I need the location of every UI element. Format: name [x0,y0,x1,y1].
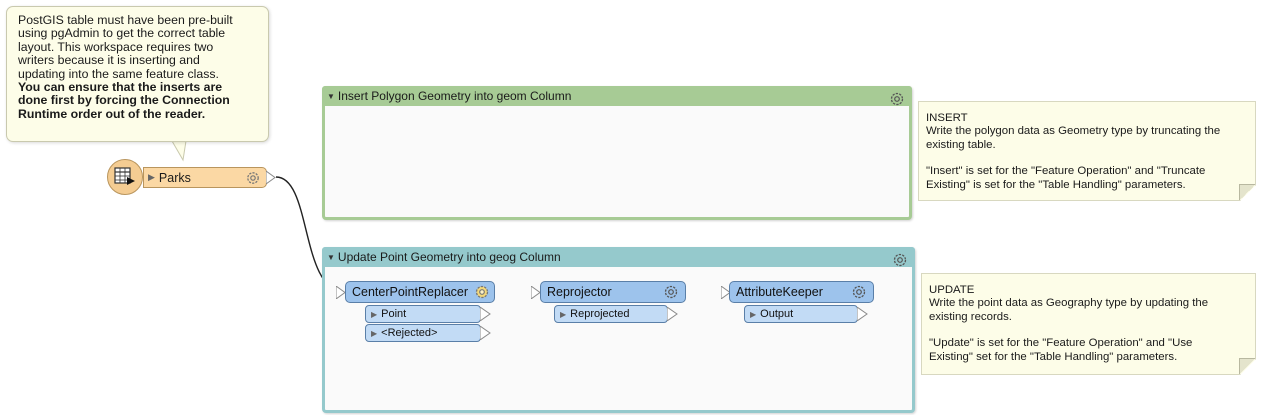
transformer-name: AttributeKeeper [736,285,823,299]
bookmark-insert-polygon[interactable]: ▼ Insert Polygon Geometry into geom Colu… [322,86,912,220]
transformer-header[interactable]: AttributeKeeper [729,281,874,303]
gear-icon[interactable] [851,284,867,300]
annotation-note-update[interactable]: UPDATE Write the point data as Geography… [921,273,1256,375]
output-port-arrow-icon[interactable] [480,326,492,340]
note-line: Existing" set for the "Table Handling" p… [929,350,1178,363]
note-line: Existing" is set for the "Table Handling… [926,178,1186,191]
callout-line: PostGIS table must have been pre-built [18,13,233,27]
transformer-reprojector[interactable]: Reprojector [540,281,686,303]
output-port-arrow-icon[interactable] [857,307,869,321]
gear-icon[interactable] [245,170,261,186]
bookmark-header[interactable]: ▼ Insert Polygon Geometry into geom Colu… [322,86,912,106]
output-port-rejected[interactable]: ▶ <Rejected> [365,324,481,342]
callout-tail [171,140,187,162]
expand-arrow-icon[interactable]: ▶ [148,172,155,182]
callout-line: updating into the same feature class. [18,66,219,81]
callout-line: writers because it is inserting and [18,53,200,68]
input-port-arrow-icon[interactable] [336,286,346,299]
note-heading: INSERT [926,112,968,124]
callout-line: layout. This workspace requires two [18,39,214,54]
output-port-point[interactable]: ▶ Point [365,305,481,323]
gear-icon[interactable] [663,284,679,300]
port-arrow-icon: ▶ [371,309,378,319]
annotation-note-insert[interactable]: INSERT Write the polygon data as Geometr… [918,101,1256,201]
note-line: existing records. [929,310,1012,323]
collapse-arrow-icon[interactable]: ▼ [327,252,335,262]
reader-output-port-arrow-icon[interactable] [266,171,276,184]
output-port-output[interactable]: ▶ Output [744,305,858,323]
note-line: "Insert" is set for the "Feature Operati… [926,165,1206,178]
callout-bold-line: You can ensure that the inserts are [18,80,223,95]
bookmark-header[interactable]: ▼ Update Point Geometry into geog Column [322,247,915,267]
input-port-arrow-icon[interactable] [721,286,731,299]
gear-icon[interactable] [892,252,908,268]
note-line: Write the polygon data as Geometry type … [926,125,1221,138]
bookmark-title: Insert Polygon Geometry into geom Column [337,89,572,103]
note-line: existing table. [926,138,996,151]
output-port-reprojected[interactable]: ▶ Reprojected [554,305,668,323]
output-port-arrow-icon[interactable] [480,307,492,321]
port-arrow-icon: ▶ [750,309,757,319]
callout-bold-line: done first by forcing the Connection [18,93,230,108]
transformer-centerpointreplacer[interactable]: CenterPointReplacer [345,281,495,303]
annotation-callout[interactable]: PostGIS table must have been pre-built u… [6,6,269,142]
port-label: Reprojected [570,308,630,320]
transformer-header[interactable]: CenterPointReplacer [345,281,495,303]
port-label: Point [381,308,407,320]
reader-circle[interactable] [107,159,143,195]
note-line: "Update" is set for the "Feature Operati… [929,337,1193,350]
table-reader-icon [114,167,135,185]
collapse-arrow-icon[interactable]: ▼ [327,91,335,101]
gear-icon[interactable] [889,91,905,107]
port-arrow-icon: ▶ [560,309,567,319]
transformer-attributekeeper[interactable]: AttributeKeeper [729,281,874,303]
note-line: Write the point data as Geography type b… [929,297,1209,310]
note-heading: UPDATE [929,284,975,296]
bookmark-title: Update Point Geometry into geog Column [337,250,561,264]
transformer-name: CenterPointReplacer [352,285,469,299]
port-label: Output [760,308,794,320]
input-port-arrow-icon[interactable] [531,286,541,299]
output-port-arrow-icon[interactable] [667,307,679,321]
gear-icon[interactable] [474,284,490,300]
port-arrow-icon: ▶ [371,328,378,338]
reader-feature-type-parks[interactable]: ▶ Parks [143,167,267,188]
transformer-header[interactable]: Reprojector [540,281,686,303]
callout-line: using pgAdmin to get the correct table [18,26,226,41]
port-label: <Rejected> [381,327,438,339]
transformer-name: Reprojector [547,285,612,299]
reader-label: Parks [158,170,191,185]
callout-bold-line: Runtime order out of the reader. [18,106,206,121]
